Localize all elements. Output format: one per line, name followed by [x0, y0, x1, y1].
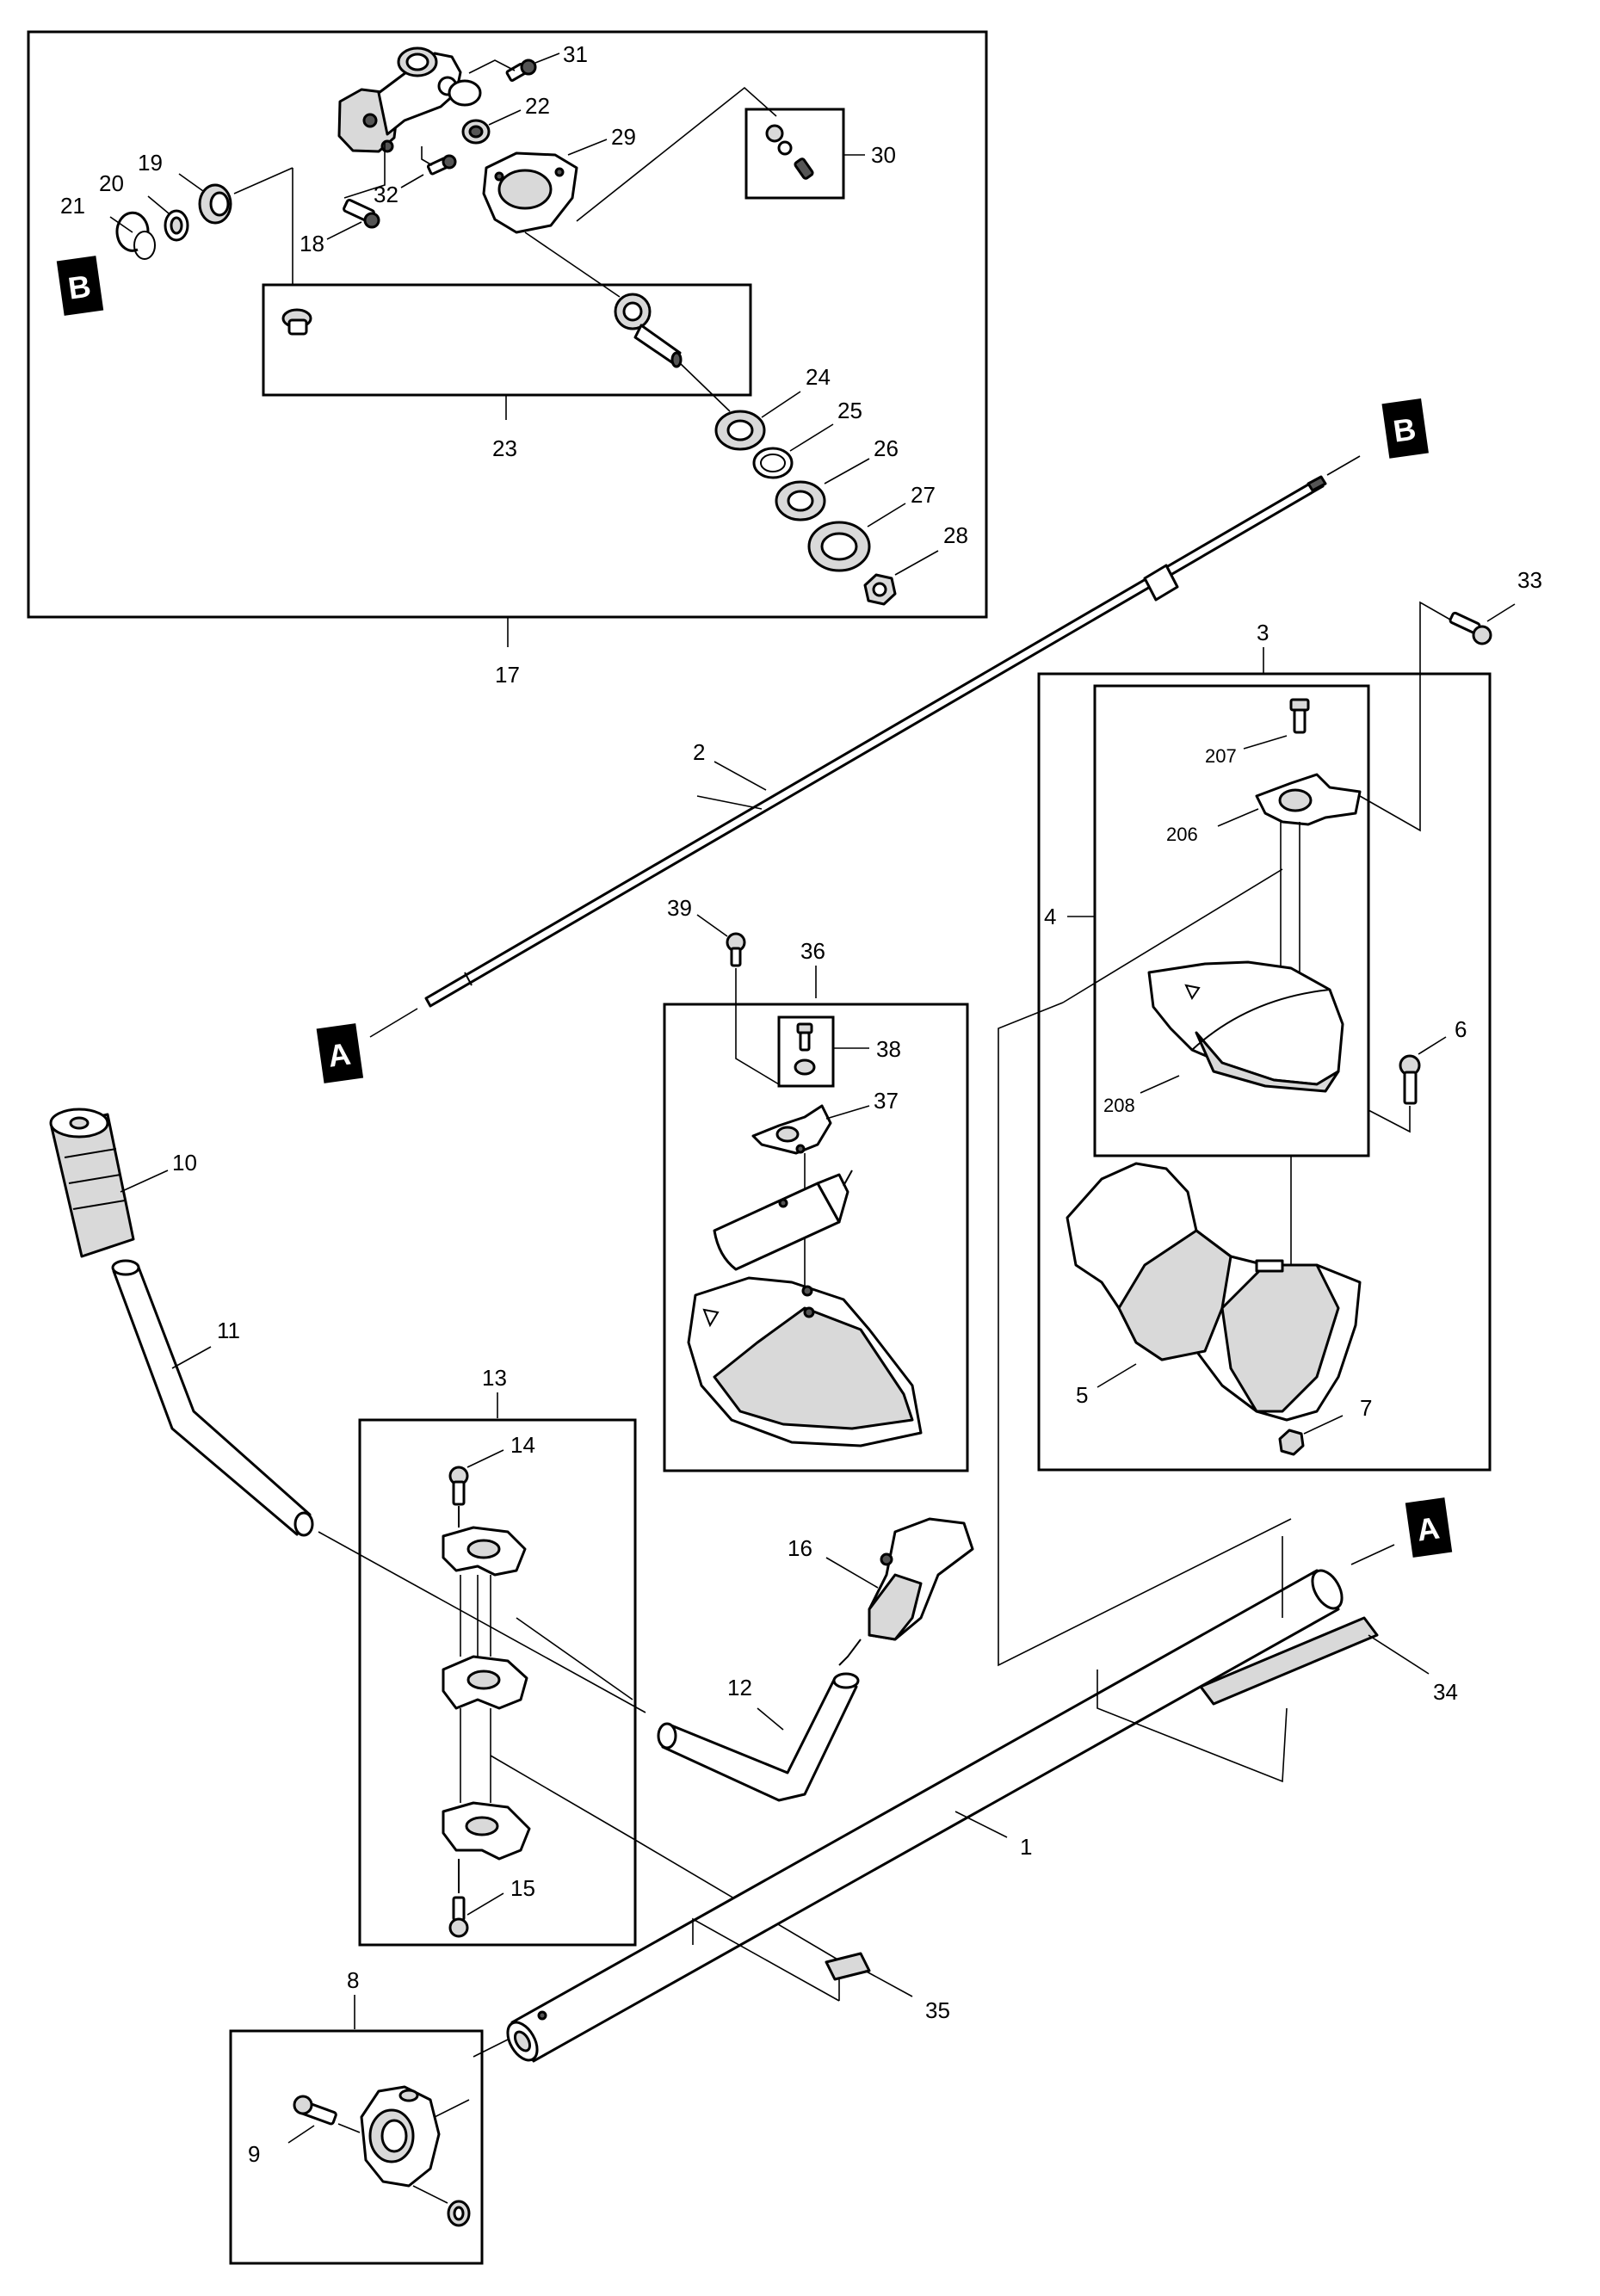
- clamp-37: [751, 1104, 832, 1155]
- part-label-27: 27: [911, 482, 936, 508]
- part-label-36: 36: [800, 938, 825, 964]
- clamp-assembly-8-group: 8 9: [229, 1967, 484, 2265]
- part-label-14: 14: [510, 1432, 535, 1458]
- guard-5: [1066, 1162, 1362, 1422]
- assembly-30-box: [744, 108, 845, 200]
- part-label-24: 24: [806, 364, 831, 390]
- handle-pipe-11: [111, 1259, 314, 1537]
- handle-clamp-assembly-group: 13 14 15: [358, 1365, 637, 1947]
- grip-10: [49, 1108, 135, 1258]
- screw-39: [726, 932, 746, 967]
- handle-pipe-12: [657, 1672, 860, 1802]
- part-label-16: 16: [788, 1535, 812, 1561]
- svg-text:B: B: [65, 268, 92, 306]
- part-label-207: 207: [1205, 745, 1237, 767]
- part-label-2: 2: [693, 739, 705, 765]
- clamp-206: [1255, 773, 1362, 826]
- bevel-gear-shaft: [614, 293, 683, 368]
- part-label-17: 17: [495, 662, 520, 688]
- part-label-30: 30: [871, 142, 896, 168]
- part-label-39: 39: [667, 895, 692, 921]
- part-label-6: 6: [1455, 1016, 1467, 1042]
- part-label-26: 26: [874, 435, 899, 461]
- bearing-19: [198, 183, 232, 225]
- part-label-25: 25: [837, 398, 862, 423]
- assembly-38-box: [777, 1015, 835, 1088]
- part-label-7: 7: [1360, 1395, 1372, 1421]
- part-label-13: 13: [482, 1365, 507, 1391]
- main-pipe-1: [506, 1569, 1344, 2063]
- part-label-3: 3: [1257, 620, 1269, 645]
- assembly-8-box: [229, 2029, 484, 2265]
- guard-208: [1147, 960, 1344, 1093]
- gear-housing: [337, 46, 482, 153]
- part-label-22: 22: [525, 93, 550, 119]
- throttle-grip-16: [838, 1517, 974, 1666]
- part-label-12: 12: [727, 1675, 752, 1700]
- assembly-13-box: [358, 1418, 637, 1947]
- part-label-31: 31: [563, 41, 588, 67]
- part-label-18: 18: [300, 231, 324, 256]
- part-label-32: 32: [374, 182, 398, 207]
- part-label-9: 9: [248, 2141, 260, 2167]
- screw-6: [1399, 1054, 1421, 1105]
- nylon-guard-assembly-group: 39 36 38 37: [663, 895, 969, 1472]
- screw-33: [1449, 611, 1492, 645]
- cover-plate-29: [482, 151, 578, 234]
- part-label-5: 5: [1076, 1382, 1088, 1408]
- assembly-4-box: [1093, 684, 1370, 1157]
- assembly-23-box: [262, 283, 752, 397]
- part-label-38: 38: [876, 1036, 901, 1062]
- screw-32: [426, 154, 457, 176]
- part-label-28: 28: [943, 522, 968, 548]
- gear-pin: [281, 308, 312, 336]
- screw-31: [505, 59, 537, 82]
- part-label-35: 35: [925, 1997, 950, 2023]
- part-label-15: 15: [510, 1875, 535, 1901]
- tag-b-left: B: [56, 256, 104, 316]
- tag-a-left: A: [316, 1023, 364, 1083]
- part-label-1: 1: [1020, 1834, 1032, 1860]
- assembly-3-box: [1037, 672, 1492, 1472]
- assembly-36-box: [663, 1003, 969, 1472]
- part-label-33: 33: [1517, 567, 1542, 593]
- part-label-8: 8: [347, 1967, 359, 1993]
- part-label-10: 10: [172, 1150, 197, 1176]
- part-label-20: 20: [99, 170, 124, 196]
- svg-text:A: A: [325, 1036, 352, 1074]
- gear-head-assembly-group: 17 23 30 31: [27, 30, 988, 688]
- screw-207: [1289, 698, 1310, 734]
- svg-text:B: B: [1391, 410, 1418, 448]
- part-label-206: 206: [1166, 824, 1198, 845]
- part-label-19: 19: [138, 150, 163, 176]
- tag-b-right: B: [1381, 398, 1429, 459]
- part-label-11: 11: [217, 1318, 240, 1343]
- part-label-4: 4: [1044, 904, 1056, 929]
- part-label-37: 37: [874, 1088, 899, 1114]
- part-label-21: 21: [60, 193, 85, 219]
- part-label-34: 34: [1433, 1679, 1458, 1705]
- svg-text:A: A: [1414, 1510, 1441, 1548]
- shield-assembly-group: 3 4 33 207 206: [998, 567, 1542, 1667]
- part-label-23: 23: [492, 435, 517, 461]
- guard-nylon: [687, 1276, 923, 1447]
- part-label-208: 208: [1103, 1095, 1135, 1116]
- bearing-24: [714, 410, 766, 451]
- tag-a-right: A: [1405, 1497, 1453, 1558]
- part-label-29: 29: [611, 124, 636, 150]
- screw-18: [343, 198, 380, 229]
- drive-shaft-2: [424, 455, 1361, 1008]
